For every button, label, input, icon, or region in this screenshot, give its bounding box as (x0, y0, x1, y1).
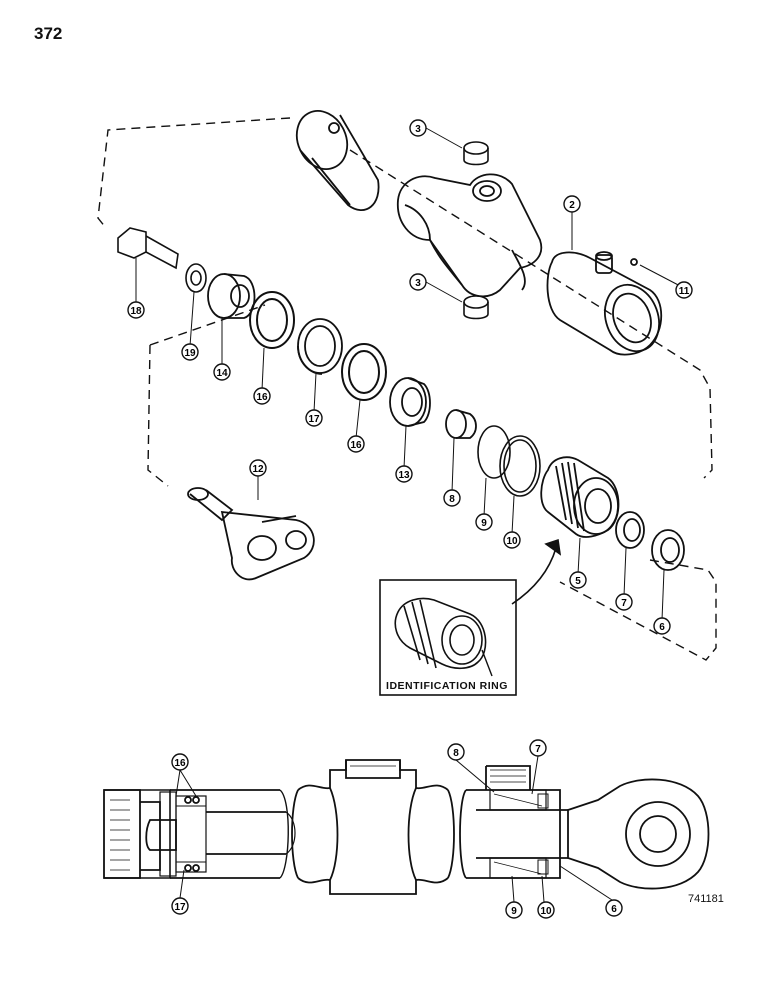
callout-11: 11 (675, 281, 693, 299)
svg-text:2: 2 (569, 200, 575, 211)
section-callout-7: 7 (529, 739, 547, 757)
svg-text:14: 14 (216, 368, 228, 379)
barrel-tube-part (295, 110, 380, 211)
bushing-upper-part (463, 141, 489, 166)
seal-ring-16b-part (341, 343, 387, 401)
callout-14: 14 (213, 363, 231, 381)
callout-13: 13 (395, 465, 413, 483)
section-callout-8: 8 (447, 743, 465, 761)
svg-text:16: 16 (350, 440, 362, 451)
washer-part (185, 263, 207, 293)
section-callout-9: 9 (505, 901, 523, 919)
callout-8: 8 (443, 489, 461, 507)
svg-text:11: 11 (679, 286, 690, 297)
svg-text:7: 7 (621, 598, 627, 609)
cylinder-head-part (540, 456, 620, 538)
callout-16-upper: 16 (253, 387, 271, 405)
cylinder-end-part (546, 251, 663, 356)
rod-seal-7-part (615, 511, 645, 549)
pointer-arrow (511, 547, 557, 605)
callout-9: 9 (475, 513, 493, 531)
svg-text:7: 7 (535, 744, 541, 755)
svg-text:9: 9 (511, 906, 517, 917)
svg-text:17: 17 (308, 414, 320, 425)
center-trunnion-block (397, 173, 543, 298)
svg-text:8: 8 (453, 748, 459, 759)
callout-10: 10 (503, 531, 521, 549)
svg-text:3: 3 (415, 124, 421, 135)
svg-text:12: 12 (252, 464, 264, 475)
section-callout-10: 10 (537, 901, 555, 919)
callout-17: 17 (305, 409, 323, 427)
identification-ring-label: IDENTIFICATION RING (386, 680, 508, 692)
callout-5: 5 (569, 571, 587, 589)
callout-3-upper: 3 (409, 119, 427, 137)
callout-16-lower: 16 (347, 435, 365, 453)
svg-text:17: 17 (174, 902, 186, 913)
piston-part (207, 273, 256, 319)
svg-text:19: 19 (184, 348, 196, 359)
svg-text:9: 9 (481, 518, 487, 529)
svg-text:6: 6 (659, 622, 665, 633)
sectional-view (103, 755, 710, 903)
backup-ring-10-part (499, 435, 541, 497)
wear-ring-17-part (297, 318, 343, 375)
section-callout-17: 17 (171, 897, 189, 915)
svg-text:8: 8 (449, 494, 455, 505)
callout-19: 19 (181, 343, 199, 361)
bolt-part (117, 227, 179, 270)
o-ring-9-part (477, 425, 511, 479)
section-callout-16: 16 (171, 753, 189, 771)
svg-text:3: 3 (415, 278, 421, 289)
svg-text:13: 13 (398, 470, 410, 481)
svg-text:10: 10 (540, 906, 552, 917)
callout-3-lower: 3 (409, 273, 427, 291)
identification-inset (379, 579, 517, 696)
svg-text:6: 6 (611, 904, 617, 915)
wiper-6-part (651, 529, 685, 571)
seal-ring-16a-part (249, 291, 295, 349)
callout-7: 7 (615, 593, 633, 611)
bushing-8-part (445, 409, 477, 439)
svg-text:16: 16 (174, 758, 186, 769)
rod-clevis-part (187, 487, 315, 581)
svg-text:16: 16 (256, 392, 268, 403)
bushing-lower-part (463, 295, 489, 320)
svg-text:18: 18 (130, 306, 142, 317)
page-number: 372 (34, 24, 63, 43)
callout-18: 18 (127, 301, 145, 319)
piston-13-part (389, 377, 431, 427)
callout-12: 12 (249, 459, 267, 477)
svg-text:5: 5 (575, 576, 581, 587)
callout-2: 2 (563, 195, 581, 213)
figure-code: 741181 (688, 893, 724, 905)
callout-6: 6 (653, 617, 671, 635)
assembly-dashed-boundary (97, 117, 717, 661)
section-callout-6: 6 (605, 899, 623, 917)
svg-text:10: 10 (506, 536, 518, 547)
